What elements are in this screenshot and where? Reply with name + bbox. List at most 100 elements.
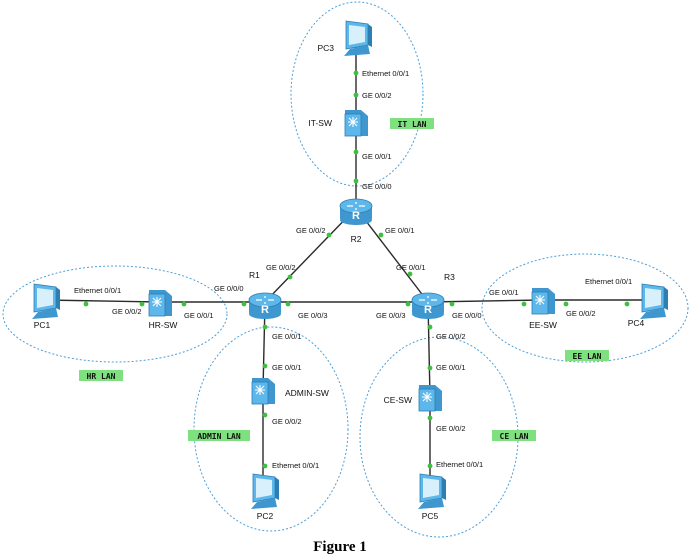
device-label-admin-sw: ADMIN-SW [285, 388, 329, 398]
port-dot-admin-sw-ge-0-0-2 [262, 412, 268, 418]
port-dot-pc4-ethernet-0-0-1 [624, 301, 630, 307]
port-dot-pc3-ethernet-0-0-1 [353, 70, 359, 76]
zone-hr-lan [2, 265, 228, 363]
it-sw-switch-icon [344, 110, 368, 137]
port-label-ee-sw-ge-0-0-1: GE 0/0/1 [489, 288, 519, 297]
port-dot-r1-ge-0-0-1 [262, 324, 268, 330]
port-label-it-sw-ge-0-0-2: GE 0/0/2 [362, 91, 392, 100]
port-dot-it-sw-ge-0-0-1 [353, 149, 359, 155]
port-label-pc5-ethernet-0-0-1: Ethernet 0/0/1 [436, 460, 483, 469]
svg-text:R: R [261, 304, 269, 316]
zone-label-ee-lan: EE LAN [573, 352, 602, 361]
port-dot-ce-sw-ge-0-0-2 [427, 415, 433, 421]
zone-label-ce-lan: CE LAN [500, 432, 529, 441]
device-label-pc1: PC1 [34, 320, 51, 330]
port-dot-hr-sw-ge-0-0-2 [139, 301, 145, 307]
port-dot-r2-ge-0-0-2 [326, 232, 332, 238]
r1-router-icon: R [248, 292, 282, 319]
port-dot-hr-sw-ge-0-0-1 [181, 301, 187, 307]
device-label-it-sw: IT-SW [308, 118, 332, 128]
port-label-r1-ge-0-0-2: GE 0/0/2 [266, 263, 296, 272]
port-dot-r1-ge-0-0-3 [285, 301, 291, 307]
port-dot-r1-ge-0-0-2 [287, 274, 293, 280]
port-dot-pc1-ethernet-0-0-1 [83, 301, 89, 307]
port-dot-it-sw-ge-0-0-2 [353, 92, 359, 98]
zone-it-lan [290, 1, 424, 187]
r3-router-icon: R [411, 292, 445, 319]
device-label-r2: R2 [351, 234, 362, 244]
port-label-r1-ge-0-0-0: GE 0/0/0 [214, 284, 244, 293]
port-label-ce-sw-ge-0-0-2: GE 0/0/2 [436, 424, 466, 433]
pc1-pc-icon [32, 283, 60, 319]
zone-ee-lan [481, 253, 689, 363]
port-dot-r2-ge-0-0-0 [353, 178, 359, 184]
device-label-hr-sw: HR-SW [149, 320, 178, 330]
port-label-r1-ge-0-0-3: GE 0/0/3 [298, 311, 328, 320]
port-dot-r3-ge-0-0-2 [427, 324, 433, 330]
pc2-pc-icon [251, 473, 279, 509]
port-dot-ee-sw-ge-0-0-1 [521, 301, 527, 307]
device-label-r1: R1 [249, 270, 260, 280]
device-label-ce-sw: CE-SW [384, 395, 412, 405]
port-dot-r1-ge-0-0-0 [241, 301, 247, 307]
pc3-pc-icon [344, 20, 372, 56]
pc4-pc-icon [640, 283, 668, 319]
pc5-pc-icon [418, 473, 446, 509]
port-label-r3-ge-0-0-0: GE 0/0/0 [452, 311, 482, 320]
device-label-pc4: PC4 [628, 318, 645, 328]
link-r2-r3 [355, 207, 429, 303]
port-label-ce-sw-ge-0-0-1: GE 0/0/1 [436, 363, 466, 372]
link-r3-ee-sw [427, 299, 544, 303]
zone-label-hr-lan: HR LAN [87, 372, 116, 381]
port-label-hr-sw-ge-0-0-1: GE 0/0/1 [184, 311, 214, 320]
svg-text:R: R [424, 304, 432, 316]
port-label-r2-ge-0-0-2: GE 0/0/2 [296, 226, 326, 235]
port-label-r1-ge-0-0-1: GE 0/0/1 [272, 332, 302, 341]
port-dot-r3-ge-0-0-3 [405, 301, 411, 307]
port-dot-r3-ge-0-0-1 [407, 271, 413, 277]
port-dot-ee-sw-ge-0-0-2 [563, 301, 569, 307]
zone-label-it-lan: IT LAN [398, 120, 427, 129]
port-label-pc1-ethernet-0-0-1: Ethernet 0/0/1 [74, 286, 121, 295]
zone-label-bg-it-lan [390, 118, 434, 129]
zone-label-bg-admin-lan [188, 430, 250, 441]
ce-sw-switch-icon [418, 385, 442, 412]
port-label-ee-sw-ge-0-0-2: GE 0/0/2 [566, 309, 596, 318]
device-label-pc2: PC2 [257, 511, 274, 521]
link-r2-r1 [264, 207, 357, 303]
port-label-r3-ge-0-0-1: GE 0/0/1 [396, 263, 426, 272]
device-label-ee-sw: EE-SW [529, 320, 557, 330]
link-pc1-hr-sw [43, 299, 161, 303]
device-label-pc3: PC3 [317, 43, 334, 53]
zone-label-bg-ce-lan [492, 430, 536, 441]
port-label-pc4-ethernet-0-0-1: Ethernet 0/0/1 [585, 277, 632, 286]
port-label-r2-ge-0-0-1: GE 0/0/1 [385, 226, 415, 235]
zone-admin-lan [193, 326, 349, 532]
port-dot-admin-sw-ge-0-0-1 [262, 363, 268, 369]
port-label-admin-sw-ge-0-0-1: GE 0/0/1 [272, 363, 302, 372]
svg-text:R: R [352, 210, 360, 222]
zone-label-bg-hr-lan [79, 370, 123, 381]
port-label-admin-sw-ge-0-0-2: GE 0/0/2 [272, 417, 302, 426]
figure-caption: Figure 1 [313, 539, 366, 555]
hr-sw-switch-icon [148, 290, 172, 317]
port-label-r3-ge-0-0-3: GE 0/0/3 [376, 311, 406, 320]
port-dot-r2-ge-0-0-1 [378, 232, 384, 238]
ee-sw-switch-icon [531, 288, 555, 315]
port-dot-r3-ge-0-0-0 [449, 301, 455, 307]
zone-label-admin-lan: ADMIN LAN [197, 432, 241, 441]
port-label-r3-ge-0-0-2: GE 0/0/2 [436, 332, 466, 341]
device-label-pc5: PC5 [422, 511, 439, 521]
port-label-r2-ge-0-0-0: GE 0/0/0 [362, 182, 392, 191]
port-label-pc2-ethernet-0-0-1: Ethernet 0/0/1 [272, 461, 319, 470]
port-label-it-sw-ge-0-0-1: GE 0/0/1 [362, 152, 392, 161]
port-label-pc3-ethernet-0-0-1: Ethernet 0/0/1 [362, 69, 409, 78]
port-dot-pc2-ethernet-0-0-1 [262, 463, 268, 469]
zone-label-bg-ee-lan [565, 350, 609, 361]
port-dot-ce-sw-ge-0-0-1 [427, 365, 433, 371]
device-label-r3: R3 [444, 272, 455, 282]
admin-sw-switch-icon [251, 378, 275, 405]
port-label-hr-sw-ge-0-0-2: GE 0/0/2 [112, 307, 142, 316]
r2-router-icon: R [339, 198, 373, 225]
